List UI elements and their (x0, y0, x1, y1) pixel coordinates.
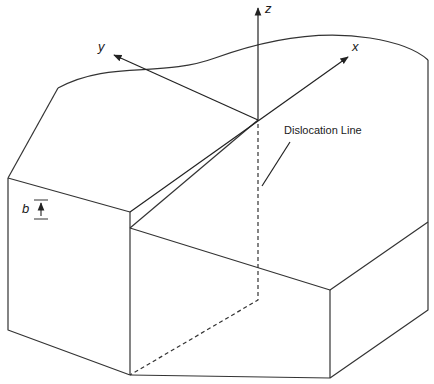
z-axis (257, 8, 258, 120)
burgers-arrow (40, 203, 41, 216)
axis-label: y (98, 40, 105, 54)
dislocation-line-label: Dislocation Line (284, 124, 362, 136)
axis-label: z (265, 2, 272, 16)
leader-line (262, 142, 290, 186)
block-edge (8, 178, 130, 375)
burgers-vector-label: b (22, 202, 29, 216)
dislocation-line (130, 124, 258, 375)
block-edge (8, 88, 58, 178)
cut-edge (58, 35, 428, 88)
dimension-tick (34, 200, 48, 219)
block-edge (427, 60, 428, 222)
block-edge (129, 212, 130, 375)
block-edge (130, 222, 428, 290)
step-edge (130, 120, 258, 228)
block-edge (130, 222, 428, 378)
block-edge (329, 290, 330, 378)
y-axis (114, 55, 258, 120)
axis-label: x (352, 40, 359, 54)
